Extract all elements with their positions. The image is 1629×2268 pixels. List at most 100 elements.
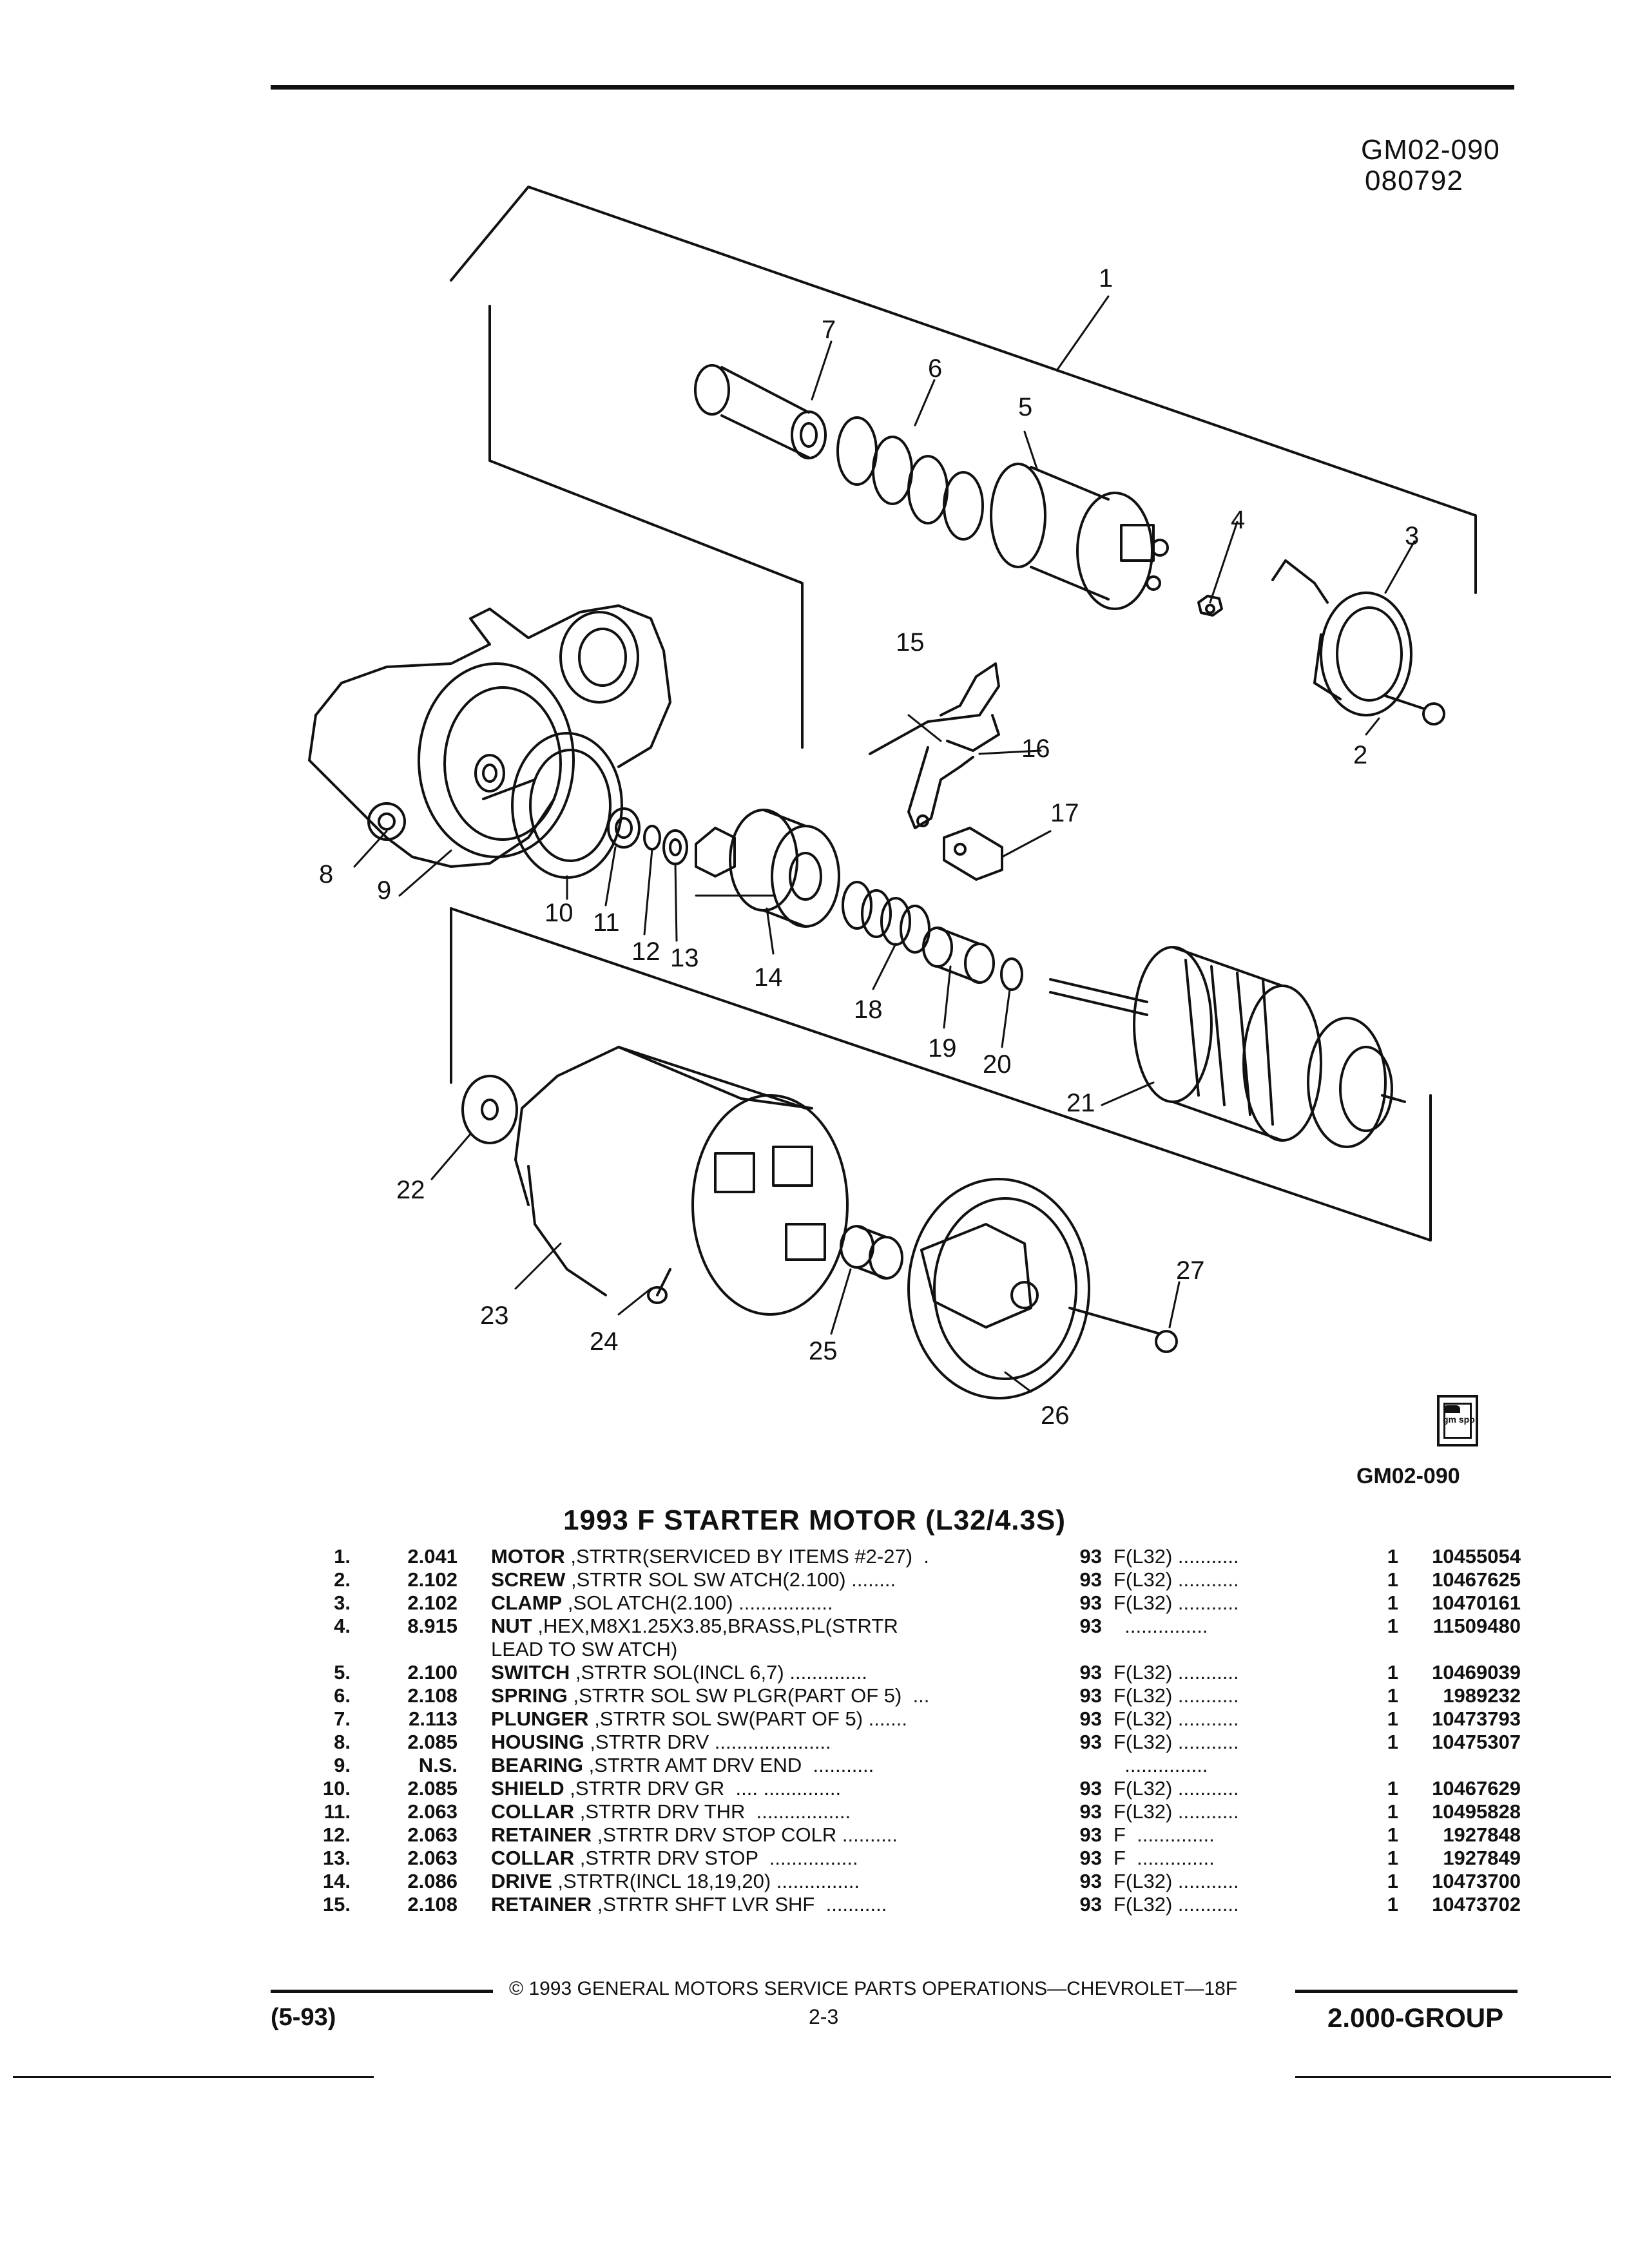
group-number: 2.108 [407,1893,458,1916]
model-year: 93 [1079,1847,1102,1869]
group-number: 2.102 [407,1568,458,1591]
model-year: 93 [1079,1777,1102,1800]
model-year: 93 [1079,1870,1102,1892]
model-usage: F .............. [1113,1847,1215,1869]
item-number: 10. [322,1777,351,1800]
callout-18: 18 [854,995,883,1024]
exploded-parts-diagram: 1 2 3 4 5 6 7 8 9 10 11 12 13 14 15 16 1… [308,186,1477,1430]
part-description: CLAMP ,SOL ATCH(2.100) ................. [491,1591,1329,1615]
item-number: 4. [334,1615,351,1637]
date-code: 080792 [1365,165,1463,197]
bushing-part [840,1225,903,1280]
part-name: SHIELD [491,1777,564,1800]
part-number: 10473700 [1432,1870,1521,1892]
washer-part [461,1075,518,1144]
bottom-rule [13,2076,374,2078]
group-number: 2.063 [407,1823,458,1846]
callout-22: 22 [396,1176,425,1204]
model-usage: F(L32) ........... [1113,1731,1239,1753]
item-number: 6. [334,1684,351,1707]
part-number: 10475307 [1432,1731,1521,1753]
callout-16: 16 [1021,735,1050,763]
bottom-rule-right [1295,2076,1611,2078]
part-number: 10467625 [1432,1568,1521,1591]
item-number: 15. [322,1893,351,1916]
part-description: SCREW ,STRTR SOL SW ATCH(2.100) ........ [491,1568,1329,1591]
collar-thrust-part [607,807,641,849]
group-number: 2.108 [407,1684,458,1707]
callout-25: 25 [809,1337,838,1365]
callout-19: 19 [928,1034,957,1062]
quantity: 1 [1387,1661,1398,1684]
callout-21: 21 [1066,1089,1095,1117]
callout-4: 4 [1231,506,1245,534]
model-usage: F(L32) ........... [1113,1707,1239,1730]
part-detail: ,HEX,M8X1.25X3.85,BRASS,PL(STRTR LEAD TO… [491,1615,898,1660]
callout-labels: 1 2 3 4 5 6 7 8 9 10 11 12 13 14 15 16 1… [319,264,1419,1430]
collar-stop-part [662,829,688,865]
solenoid-switch-part [990,463,1169,610]
model-year: 93 [1079,1545,1102,1568]
quantity: 1 [1387,1893,1398,1916]
model-usage: F(L32) ........... [1113,1591,1239,1614]
callout-2: 2 [1353,741,1367,769]
part-number: 10469039 [1432,1661,1521,1684]
item-number: 11. [323,1800,351,1823]
item-number: 1. [334,1545,351,1568]
bracket-top [450,186,1477,594]
part-name: HOUSING [491,1731,584,1753]
part-name: COLLAR [491,1800,575,1823]
part-detail: ,STRTR SOL(INCL 6,7) .............. [570,1661,867,1684]
leader-lines [353,295,1416,1393]
quantity: 1 [1387,1731,1398,1753]
model-usage: F(L32) ........... [1113,1684,1239,1707]
quantity: 1 [1387,1684,1398,1707]
part-detail: ,SOL ATCH(2.100) ................. [562,1591,833,1614]
part-name: PLUNGER [491,1707,589,1730]
part-detail: ,STRTR SOL SW PLGR(PART OF 5) ... [567,1684,930,1707]
revision-code: (5-93) [271,2004,336,2031]
nut-part [1197,595,1223,617]
part-number: 1989232 [1443,1684,1521,1707]
table-row: 9.N.S.BEARING ,STRTR AMT DRV END .......… [309,1754,1521,1777]
part-description: SPRING ,STRTR SOL SW PLGR(PART OF 5) ... [491,1684,1329,1707]
part-detail: ,STRTR DRV ..................... [584,1731,831,1753]
callout-9: 9 [377,876,391,905]
part-description: RETAINER ,STRTR DRV STOP COLR .......... [491,1823,1329,1847]
model-year: 93 [1079,1823,1102,1846]
group-label: 2.000-GROUP [1327,2003,1504,2033]
item-number: 12. [322,1823,351,1846]
screw-part [1384,695,1445,726]
callout-17: 17 [1050,799,1079,827]
part-description: COLLAR ,STRTR DRV STOP ................ [491,1847,1329,1870]
part-description: NUT ,HEX,M8X1.25X3.85,BRASS,PL(STRTR LEA… [491,1615,1329,1661]
model-usage: F(L32) ........... [1113,1777,1239,1800]
bearing-part [474,754,505,793]
group-number: 2.102 [407,1591,458,1614]
part-number: 10467629 [1432,1777,1521,1800]
page-number: 2-3 [809,2005,839,2028]
clamp-part [1271,559,1412,716]
parts-table-title: 1993 F STARTER MOTOR (L32/4.3S) [563,1504,1066,1536]
callout-10: 10 [545,899,574,927]
drive-housing-part [308,604,671,868]
gm-spo-logo: gm spo [1437,1395,1478,1446]
part-number: 10473793 [1432,1707,1521,1730]
part-description: MOTOR ,STRTR(SERVICED BY ITEMS #2-27) . [491,1545,1329,1568]
part-description: HOUSING ,STRTR DRV ..................... [491,1731,1329,1754]
model-year: 93 [1079,1893,1102,1916]
part-name: CLAMP [491,1591,563,1614]
top-rule [271,85,1514,90]
model-year: 93 [1079,1684,1102,1707]
through-bolt-part [1068,1307,1178,1353]
group-number: 2.063 [407,1800,458,1823]
quantity: 1 [1387,1870,1398,1892]
part-detail: ,STRTR DRV STOP COLR .......... [592,1823,898,1846]
part-detail: ,STRTR DRV STOP ................ [574,1847,858,1869]
model-usage: F(L32) ........... [1113,1568,1239,1591]
part-name: COLLAR [491,1847,575,1869]
drive-spring-part [842,881,930,954]
callout-8: 8 [319,860,333,889]
